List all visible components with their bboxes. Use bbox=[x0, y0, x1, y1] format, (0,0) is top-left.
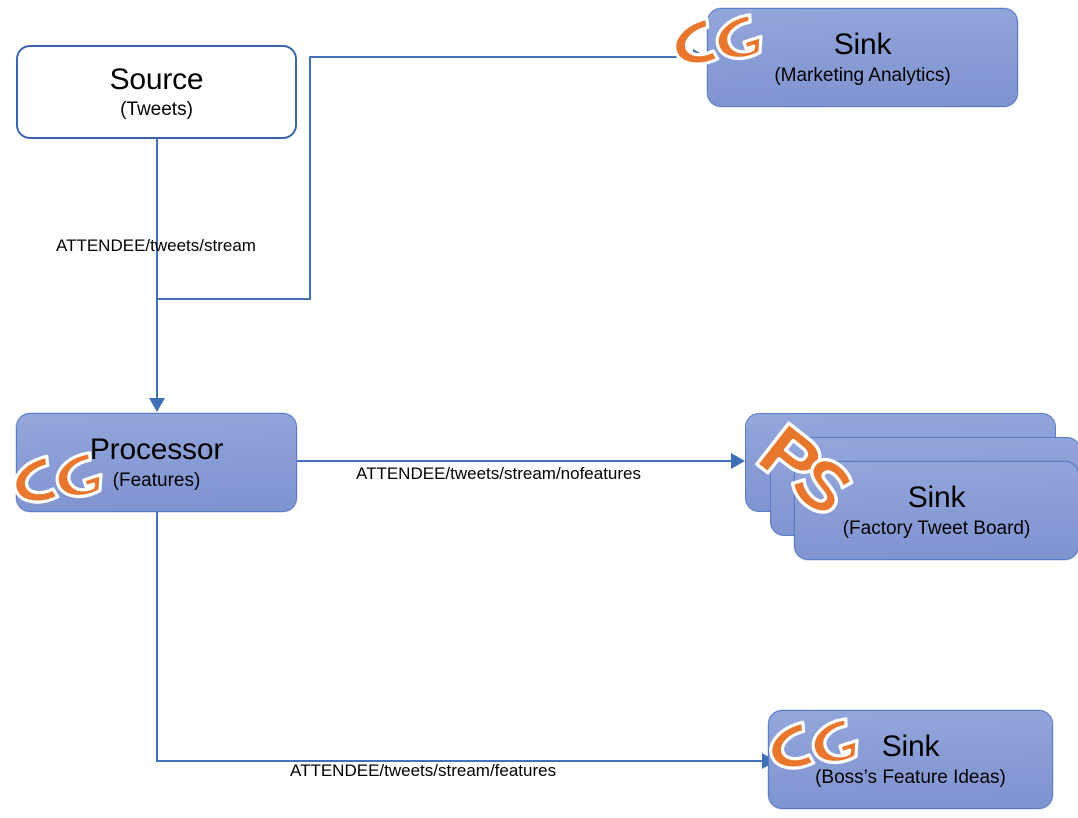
connector-processor-to-factory-board bbox=[296, 460, 732, 462]
node-title: Sink bbox=[833, 28, 892, 62]
node-subtitle: (Features) bbox=[112, 469, 201, 491]
node-title: Sink bbox=[881, 730, 940, 764]
connector-processor-to-boss-ideas-vertical bbox=[156, 512, 158, 761]
node-subtitle: (Boss’s Feature Ideas) bbox=[815, 766, 1006, 788]
node-sink-factory-tweet-board[interactable]: Sink (Factory Tweet Board) bbox=[794, 461, 1078, 560]
node-title: Source bbox=[109, 62, 204, 96]
node-subtitle: (Tweets) bbox=[120, 99, 193, 121]
edge-label-processor-to-factory-board: ATTENDEE/tweets/stream/nofeatures bbox=[356, 464, 642, 483]
node-source-tweets[interactable]: Source (Tweets) bbox=[16, 45, 297, 139]
arrowhead-source-to-processor bbox=[149, 398, 165, 412]
connector-processor-to-boss-ideas-horizontal bbox=[156, 760, 763, 762]
node-subtitle: (Marketing Analytics) bbox=[774, 64, 951, 86]
edge-label-processor-to-boss-ideas: ATTENDEE/tweets/stream/features bbox=[290, 761, 557, 780]
node-sink-boss-feature-ideas[interactable]: Sink (Boss’s Feature Ideas) bbox=[768, 710, 1053, 809]
node-processor-features[interactable]: Processor (Features) bbox=[16, 413, 297, 512]
node-title: Processor bbox=[89, 433, 224, 467]
node-title: Sink bbox=[907, 481, 966, 515]
node-sink-marketing-analytics[interactable]: Sink (Marketing Analytics) bbox=[707, 8, 1018, 107]
node-subtitle: (Factory Tweet Board) bbox=[842, 517, 1031, 539]
arrowhead-processor-to-factory-board bbox=[731, 453, 745, 469]
connector-source-to-processor-vertical bbox=[156, 138, 158, 400]
connector-source-to-marketing-vertical bbox=[309, 57, 311, 300]
connector-source-to-marketing-horizontal bbox=[309, 56, 694, 58]
arrowhead-source-to-marketing bbox=[693, 49, 707, 65]
edge-label-source-to-processor: ATTENDEE/tweets/stream bbox=[56, 236, 256, 255]
connector-source-junction-horizontal bbox=[156, 298, 310, 300]
